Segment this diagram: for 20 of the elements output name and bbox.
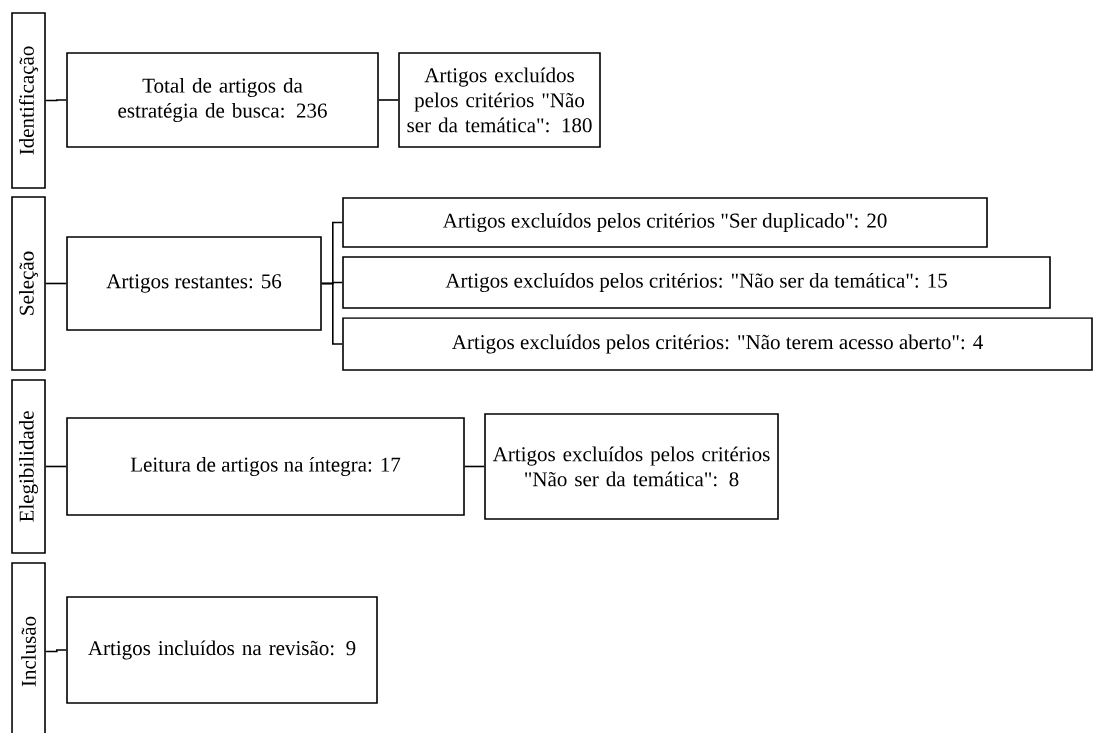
connector-line (321, 282, 343, 345)
process-box: Artigos incluídos na revisão: 9 (66, 596, 378, 704)
connector-line (45, 282, 67, 285)
process-box: Artigos excluídos pelos critérios: "Não terem acesso aberto": 4 (342, 317, 1093, 371)
connector-line (45, 649, 67, 653)
phase-box: Inclusão (11, 562, 46, 733)
connector-line (378, 99, 399, 101)
process-box: Artigos excluídos pelos critérios "Não ser da temática": 8 (484, 413, 779, 520)
phase-box: Identificação (11, 12, 46, 189)
process-box: Total de artigos da estratégia de busca: 236 (66, 52, 379, 148)
process-box: Artigos excluídos pelos critérios "Não ser da temática": 180 (398, 52, 601, 148)
phase-box: Elegibilidade (11, 379, 46, 554)
process-box: Artigos excluídos pelos critérios: "Não ser da temática": 15 (342, 256, 1051, 309)
connector-line (464, 465, 485, 468)
process-box: Artigos excluídos pelos critérios "Ser duplicado": 20 (342, 197, 988, 248)
connector-line (45, 99, 67, 102)
phase-box: Seleção (11, 196, 46, 371)
connector-line (45, 465, 67, 468)
process-box: Artigos restantes: 56 (66, 236, 322, 331)
process-box: Leitura de artigos na íntegra: 17 (66, 417, 465, 516)
